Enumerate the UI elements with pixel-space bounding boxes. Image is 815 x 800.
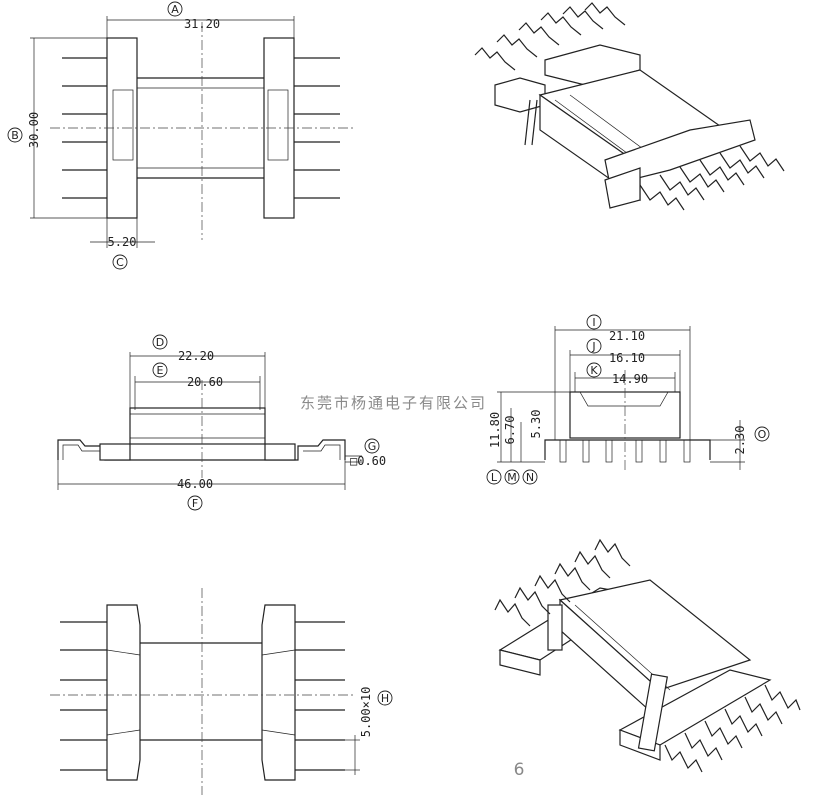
- bubble-I-label: I: [592, 316, 595, 329]
- dim-I-value: 21.10: [609, 329, 645, 343]
- dim-H-value: 5.00×10: [359, 687, 373, 738]
- dim-G-value: □0.60: [350, 454, 386, 468]
- bubble-E-label: E: [157, 364, 164, 377]
- company-watermark: 东莞市杨通电子有限公司: [300, 394, 487, 412]
- bubble-C-label: C: [116, 256, 124, 269]
- bubble-I: [586, 314, 602, 330]
- bubble-K-label: K: [590, 364, 598, 377]
- iso-back-pins: [474, 2, 626, 71]
- dim-M-value: 6.70: [503, 416, 517, 445]
- dim-D-value: 22.20: [178, 349, 214, 363]
- bubble-F: [187, 495, 203, 511]
- front-body: [129, 407, 266, 445]
- bubble-H-label: H: [381, 692, 389, 705]
- bubble-D: [152, 334, 168, 350]
- dim-K-value: 14.90: [612, 372, 648, 386]
- bubble-N: [522, 469, 538, 485]
- isometric-view-bottom: [494, 538, 801, 773]
- bubble-B-label: B: [11, 129, 19, 142]
- bubble-O-label: O: [758, 428, 767, 441]
- bubble-L-label: L: [491, 471, 498, 484]
- bubble-H: [377, 690, 393, 706]
- top-view: A 31.20 B 30.00 5.20 C: [7, 1, 355, 270]
- bubble-B: [7, 127, 23, 143]
- dim-F-value: 46.00: [177, 477, 213, 491]
- dim-J-value: 16.10: [609, 351, 645, 365]
- dim-C-value: 5.20: [108, 235, 137, 249]
- dim-E-value: 20.60: [187, 375, 223, 389]
- dim-O-value: 2.30: [733, 426, 747, 455]
- bubble-M-label: M: [507, 471, 517, 484]
- bubble-F-label: F: [192, 497, 198, 510]
- iso-bottom-back-pins: [494, 538, 631, 627]
- bubble-A: [167, 1, 183, 17]
- bubble-J-label: J: [591, 340, 595, 353]
- isometric-view-top: [474, 2, 785, 211]
- left-flange-slot: [112, 89, 134, 161]
- bubble-A-label: A: [171, 3, 179, 16]
- side-pins: [559, 439, 691, 463]
- bubble-L: [486, 469, 502, 485]
- front-view: D 22.20 E 20.60 46.00 F G □0.60: [57, 334, 386, 511]
- bubble-N-label: N: [526, 471, 534, 484]
- bottom-left-pins: [60, 621, 107, 771]
- bubble-D-label: D: [156, 336, 164, 349]
- dim-B-value: 30.00: [27, 112, 41, 148]
- bubble-M: [504, 469, 520, 485]
- bubble-C: [112, 254, 128, 270]
- bubble-O: [754, 426, 770, 442]
- dim-A-value: 31.20: [184, 17, 220, 31]
- bubble-K: [586, 362, 602, 378]
- bottom-right-pins: [295, 621, 345, 771]
- bottom-view: 5.00×10 H: [50, 588, 393, 795]
- right-pins: [294, 57, 340, 199]
- bubble-G-label: G: [368, 440, 377, 453]
- left-pins: [62, 57, 107, 199]
- right-flange-slot: [267, 89, 289, 161]
- dim-N-value: 5.30: [529, 410, 543, 439]
- bubble-G: [364, 438, 380, 454]
- bubble-J: [586, 338, 602, 354]
- side-view: I 21.10 J 16.10 K 14.90 11.80 6.70 5.30 …: [486, 314, 770, 485]
- bubble-E: [152, 362, 168, 378]
- iso-front-pins: [639, 145, 785, 211]
- page-number: 6: [514, 760, 525, 780]
- iso-bottom-front-pins: [664, 684, 801, 773]
- dim-L-value: 11.80: [488, 412, 502, 448]
